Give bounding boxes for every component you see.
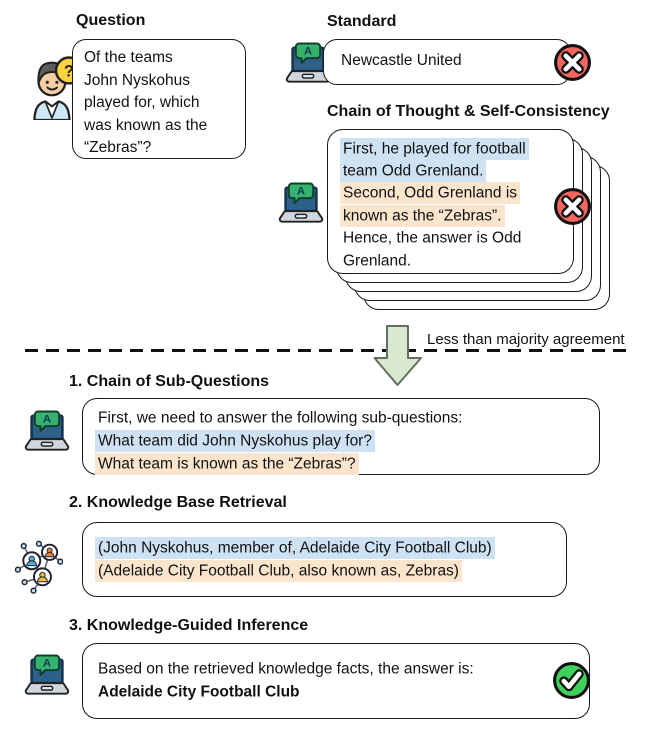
question-text-line: Of the teams bbox=[84, 49, 173, 66]
incorrect-x-icon bbox=[554, 188, 591, 225]
step3-answer-text: Adelaide City Football Club bbox=[98, 683, 300, 701]
step1-text-line: What team did John Nyskohus play for? bbox=[95, 429, 375, 452]
cot-front-card: First, he played for football team Odd G… bbox=[327, 129, 574, 274]
laptop-letter: A bbox=[43, 413, 51, 425]
step1-heading: 1. Chain of Sub-Questions bbox=[69, 373, 270, 390]
standard-heading: Standard bbox=[327, 13, 397, 30]
down-arrow-icon bbox=[373, 325, 422, 386]
knowledge-graph-icon bbox=[14, 540, 63, 594]
step1-text-line: What team is known as the “Zebras”? bbox=[95, 453, 359, 476]
laptop-letter: A bbox=[43, 657, 51, 669]
laptop-letter: A bbox=[297, 185, 305, 197]
question-text-line: “Zebras”? bbox=[84, 139, 152, 156]
question-mark-glyph: ? bbox=[64, 63, 74, 81]
step3-heading: 3. Knowledge-Guided Inference bbox=[69, 617, 309, 634]
step2-box: (John Nyskohus, member of, Adelaide City… bbox=[82, 522, 567, 597]
step3-text-line: Based on the retrieved knowledge facts, … bbox=[98, 660, 474, 677]
cot-text-line: First, he played for football bbox=[340, 137, 529, 160]
step3-box: Based on the retrieved knowledge facts, … bbox=[82, 643, 590, 719]
cot-text-line: Hence, the answer is Odd bbox=[343, 229, 522, 247]
laptop-chat-icon: A bbox=[278, 182, 324, 223]
cot-text-line: Second, Odd Grenland is bbox=[340, 182, 521, 205]
standard-answer-text: Newcastle United bbox=[341, 52, 462, 69]
step2-heading: 2. Knowledge Base Retrieval bbox=[69, 494, 287, 511]
laptop-chat-icon: A bbox=[24, 654, 70, 695]
laptop-chat-icon: A bbox=[24, 410, 70, 451]
step1-text-line: First, we need to answer the following s… bbox=[98, 409, 463, 426]
question-bubble: Of the teams John Nyskohus played for, w… bbox=[72, 39, 246, 159]
cot-text-line: known as the “Zebras”. bbox=[340, 204, 505, 227]
cot-text-line: team Odd Grenland. bbox=[340, 159, 487, 182]
question-text-line: John Nyskohus bbox=[84, 71, 190, 89]
step1-box: First, we need to answer the following s… bbox=[82, 398, 600, 476]
correct-check-icon bbox=[553, 662, 590, 699]
step2-text-line: (John Nyskohus, member of, Adelaide City… bbox=[95, 536, 495, 559]
question-heading: Question bbox=[76, 12, 146, 29]
person-question-icon: ? bbox=[33, 56, 84, 120]
laptop-chat-icon: A bbox=[285, 42, 331, 83]
step2-text-line: (Adelaide City Football Club, also known… bbox=[95, 560, 462, 582]
cot-text-line: Grenland. bbox=[343, 252, 412, 270]
standard-answer-box: Newcastle United bbox=[323, 39, 571, 85]
cot-heading: Chain of Thought & Self-Consistency bbox=[327, 103, 610, 120]
question-text-line: played for, which bbox=[84, 94, 200, 111]
divider-dashed-line bbox=[25, 349, 629, 352]
divider-label: Less than majority agreement bbox=[427, 331, 625, 348]
incorrect-x-icon bbox=[554, 44, 591, 81]
question-text-line: was known as the bbox=[84, 116, 208, 134]
laptop-letter: A bbox=[304, 45, 312, 57]
